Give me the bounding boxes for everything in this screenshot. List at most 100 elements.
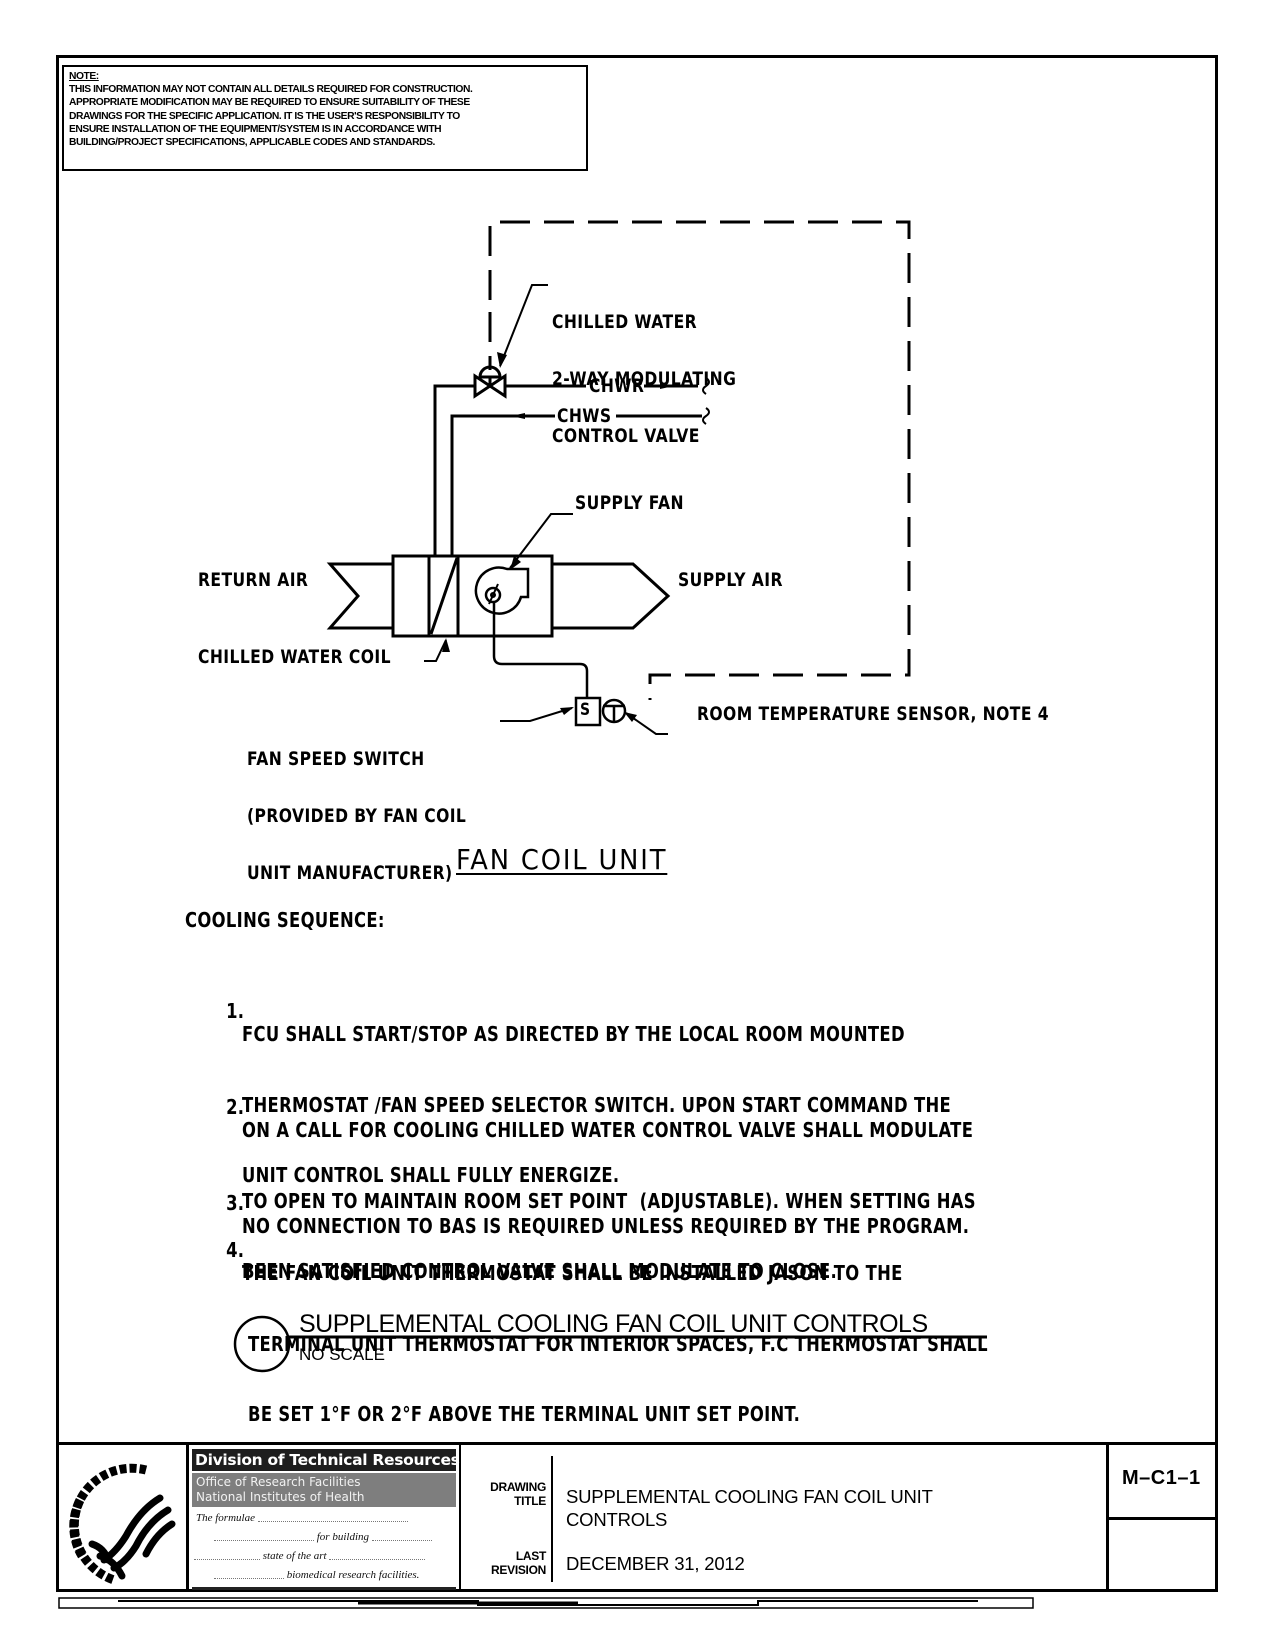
formula-graphic xyxy=(214,1534,314,1541)
fan-coil-unit-box xyxy=(391,554,554,638)
chws-label: CHWS xyxy=(557,405,612,427)
sequence-heading: COOLING SEQUENCE: xyxy=(185,908,385,932)
fan-speed-switch-label-line: FAN SPEED SWITCH xyxy=(247,748,425,770)
sequence-item-2-text: ON A CALL FOR COOLING CHILLED WATER CONT… xyxy=(242,1072,976,1307)
tagline-text: The formulae xyxy=(196,1512,255,1524)
sequence-item-number: 2. xyxy=(226,1094,245,1119)
nih-org-banner: Division of Technical Resources Office o… xyxy=(192,1449,460,1591)
label-line: TITLE xyxy=(514,1494,546,1508)
office-line: Office of Research Facilities xyxy=(196,1475,361,1489)
switch-leader xyxy=(500,707,573,722)
diagram-title: FAN COIL UNIT xyxy=(456,843,668,876)
switch-wiring xyxy=(492,603,589,698)
sequence-item-number: 1. xyxy=(226,998,245,1023)
pipe-break-icon xyxy=(702,377,710,395)
note-line: DRAWINGS FOR THE SPECIFIC APPLICATION. I… xyxy=(69,110,460,122)
sequence-item-3: 3. xyxy=(214,1168,244,1215)
coil-leader xyxy=(424,639,447,662)
label-line: DRAWING xyxy=(490,1480,546,1494)
chws-flow-arrow xyxy=(511,413,525,419)
tagline-text: state of the art xyxy=(262,1550,327,1562)
last-revision-label: LAST REVISION xyxy=(466,1549,546,1577)
supply-fan-leader xyxy=(509,513,573,569)
formula-graphic xyxy=(371,1534,432,1541)
tagline-text: biomedical research facilities. xyxy=(286,1569,420,1581)
chilled-water-coil-label: CHILLED WATER COIL xyxy=(198,646,391,668)
detail-scale: NO SCALE xyxy=(299,1345,385,1364)
label-line: LAST xyxy=(515,1549,546,1563)
supply-air-duct xyxy=(552,562,671,630)
sequence-item-3-text: NO CONNECTION TO BAS IS REQUIRED UNLESS … xyxy=(242,1168,969,1262)
sequence-line: TO OPEN TO MAINTAIN ROOM SET POINT (ADJU… xyxy=(242,1188,976,1213)
sensor-leader xyxy=(625,712,668,735)
sequence-line: BEEN SATISFIED CONTROL VALVE SHALL MODUL… xyxy=(242,1259,838,1283)
fan-speed-switch-icon xyxy=(574,696,602,727)
tagline-text: for building xyxy=(316,1531,370,1543)
sequence-line: TERMINAL UNIT THERMOSTAT FOR INTERIOR SP… xyxy=(242,1331,988,1356)
switch-leader-arrowhead xyxy=(560,707,574,715)
chws-pipe xyxy=(450,414,555,556)
sequence-item-4: 4. xyxy=(214,1215,244,1262)
sequence-line: NO CONNECTION TO BAS IS REQUIRED UNLESS … xyxy=(242,1214,970,1238)
chwr-flow-arrow xyxy=(660,383,674,389)
drawing-title-line: CONTROLS xyxy=(566,1509,668,1530)
last-revision-date: DECEMBER 31, 2012 xyxy=(566,1553,745,1574)
sequence-line: UNIT CONTROL SHALL FULLY ENERGIZE. xyxy=(242,1163,620,1187)
sequence-item-1-text: FCU SHALL START/STOP AS DIRECTED BY THE … xyxy=(242,976,951,1211)
detail-title: SUPPLEMENTAL COOLING FAN COIL UNIT CONTR… xyxy=(299,1310,928,1338)
sequence-line: BE SET 1°F OR 2°F ABOVE THE TERMINAL UNI… xyxy=(242,1402,801,1426)
room-temp-sensor-label: ROOM TEMPERATURE SENSOR, NOTE 4 xyxy=(697,703,1049,725)
supply-fan-icon xyxy=(474,566,530,615)
drawing-title: SUPPLEMENTAL COOLING FAN COIL UNIT CONTR… xyxy=(566,1485,933,1531)
drawing-title-label: DRAWING TITLE xyxy=(466,1480,546,1508)
construction-note: NOTE: THIS INFORMATION MAY NOT CONTAIN A… xyxy=(62,65,588,171)
valve-body-icon xyxy=(473,373,507,399)
sensor-leader-arrowhead xyxy=(624,712,637,722)
valve-label-line: CONTROL VALVE xyxy=(552,425,700,447)
formula-graphic xyxy=(329,1553,426,1560)
pipe-break-icon xyxy=(702,407,710,425)
switch-symbol-label: S xyxy=(580,700,591,720)
supply-air-label: SUPPLY AIR xyxy=(678,569,783,591)
fan-leader-arrowhead xyxy=(510,556,521,570)
sheet-border xyxy=(56,55,1218,1592)
note-line: APPROPRIATE MODIFICATION MAY BE REQUIRED… xyxy=(69,97,470,109)
formula-graphic xyxy=(257,1515,408,1522)
sequence-item-number: 3. xyxy=(226,1190,245,1215)
formula-graphic xyxy=(214,1572,284,1579)
sequence-line: ON A CALL FOR COOLING CHILLED WATER CONT… xyxy=(242,1118,974,1142)
title-block-divider xyxy=(186,1442,189,1592)
sequence-line: FCU SHALL START/STOP AS DIRECTED BY THE … xyxy=(242,1022,905,1046)
detail-bubble xyxy=(233,1315,291,1373)
sequence-line: THERMOSTAT /FAN SPEED SELECTOR SWITCH. U… xyxy=(242,1092,952,1117)
sequence-item-4-text: THE FAN COIL UNIT THERMOSTAT SHALL BE IN… xyxy=(242,1215,988,1450)
formula-graphic xyxy=(194,1553,260,1560)
title-block-divider xyxy=(1106,1517,1218,1520)
chwr-label: CHWR xyxy=(589,375,645,397)
sequence-item-2: 2. xyxy=(214,1072,244,1119)
label-line: REVISION xyxy=(491,1563,546,1577)
title-block-divider xyxy=(459,1442,461,1592)
valve-actuator-icon xyxy=(478,365,502,379)
sequence-item-number: 4. xyxy=(226,1237,245,1262)
banner-rule xyxy=(192,1587,456,1590)
hhs-seal-logo xyxy=(69,1463,176,1585)
coil-leader-arrowhead xyxy=(442,638,450,652)
sequence-item-1: 1. xyxy=(214,976,244,1023)
chwr-pipe xyxy=(433,384,475,556)
valve-leader-arrowhead xyxy=(497,352,507,368)
title-block xyxy=(56,1442,1218,1592)
office-name: Office of Research Facilities National I… xyxy=(192,1473,456,1507)
valve-label: CHILLED WATER 2-WAY MODULATING CONTROL V… xyxy=(552,275,736,465)
title-block-divider xyxy=(551,1456,553,1582)
sheet-number: M–C1–1 xyxy=(1122,1467,1201,1489)
fan-speed-switch-label-line: UNIT MANUFACTURER) xyxy=(247,862,453,884)
sequence-line: THE FAN COIL UNIT THERMOSTAT SHALL BE IN… xyxy=(242,1261,903,1285)
division-name: Division of Technical Resources xyxy=(192,1449,460,1471)
fan-speed-switch-label: FAN SPEED SWITCH (PROVIDED BY FAN COIL U… xyxy=(247,712,466,902)
note-heading: NOTE: xyxy=(69,71,99,82)
supply-fan-label: SUPPLY FAN xyxy=(575,492,684,514)
scale-bar xyxy=(58,1597,1034,1609)
valve-label-line: CHILLED WATER xyxy=(552,311,698,333)
